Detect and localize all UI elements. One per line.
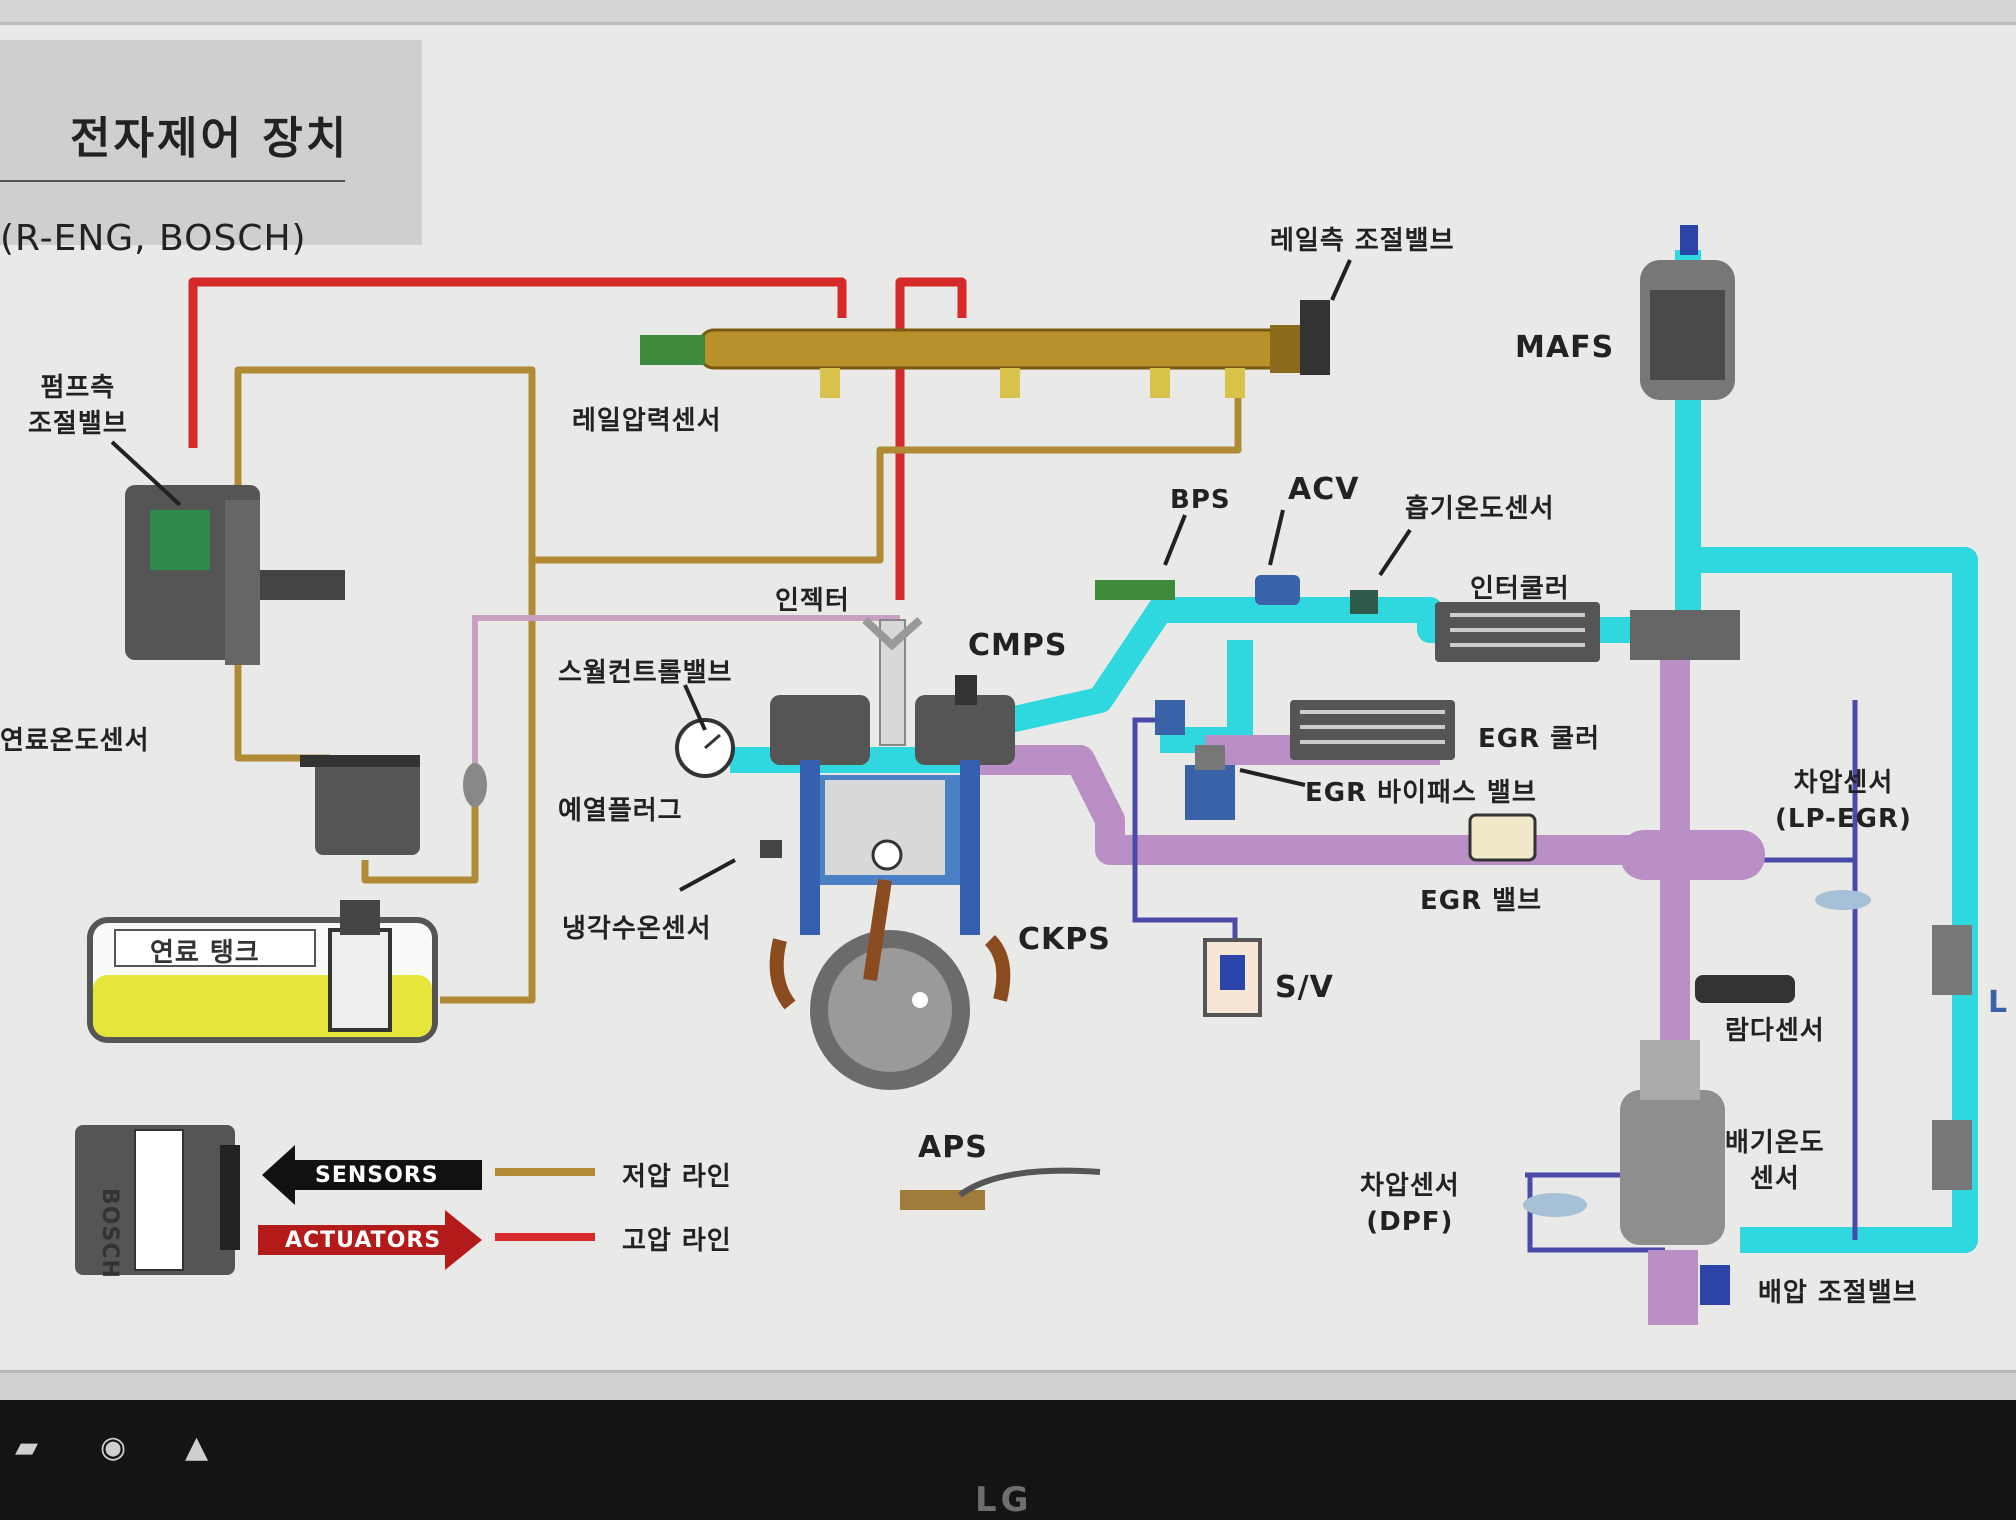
label-bps: BPS [1170,485,1231,515]
label-acv: ACV [1288,472,1360,507]
label-egr-bypass: EGR 바이패스 밸브 [1305,778,1537,808]
legend-actuators: ACTUATORS [285,1228,442,1253]
network-icon[interactable]: ▲ [185,1430,209,1465]
label-egr-valve: EGR 밸브 [1420,886,1543,916]
label-cmps: CMPS [968,628,1068,663]
label-aps: APS [918,1130,988,1165]
common-rail [640,300,1330,398]
intercooler [1435,602,1600,662]
legend-high-pressure: 고압 라인 [622,1226,732,1256]
turbocharger [1620,225,1765,880]
return-line [472,615,900,800]
legend-graphics [258,1145,595,1270]
label-rail-pressure-sensor: 레일압력센서 [572,406,722,436]
sensor-wires [1132,700,1858,1253]
label-lambda-sensor: 람다센서 [1725,1016,1825,1046]
label-rail-valve: 레일측 조절밸브 [1270,226,1455,256]
dpf-diff-sensor [1523,1193,1587,1217]
lp-filter [1932,925,1972,995]
label-diff-sensor-lp: 차압센서 (LP-EGR) [1775,768,1912,834]
label-exhaust-valve: 배압 조절밸브 [1758,1278,1918,1308]
label-pump-valve: 펌프측 조절밸브 [28,373,128,439]
label-intercooler: 인터쿨러 [1470,574,1570,604]
lambda-sensor [1695,975,1795,1003]
label-fuel-tank: 연료 탱크 [150,938,260,968]
egr-bypass-valve [1185,745,1235,820]
fuel-filter [300,755,487,855]
label-exhaust-temp-sensor: 배기온도 센서 [1725,1128,1825,1194]
ecu-unit [75,1125,240,1275]
window-top-bar [0,0,2016,25]
egr-cooler [1290,700,1455,760]
engine-control-diagram [75,225,1978,1325]
title-panel: 전자제어 장치 (R-ENG, BOSCH) [0,40,422,259]
legend-sensors: SENSORS [315,1163,439,1188]
label-ecu: BOSCH [97,1188,122,1279]
label-injector: 인젝터 [775,586,850,616]
label-mafs: MAFS [1515,330,1615,365]
label-intake-temp-sensor: 흡기온도센서 [1405,494,1555,524]
legend-low-pressure: 저압 라인 [622,1162,732,1192]
label-diff-sensor-dpf: 차압센서 (DPF) [1360,1171,1460,1237]
monitor-bottom-bezel [0,1370,2016,1401]
sensor-bodies [760,575,1378,1017]
leader-arrows [110,259,1412,892]
folder-icon[interactable]: ▰ [15,1430,39,1465]
slide-title: 전자제어 장치 [70,113,350,164]
label-egr-cooler: EGR 쿨러 [1478,724,1601,754]
title-divider [0,180,345,182]
low-pressure-lines [234,366,1242,1004]
label-coolant-temp-sensor: 냉각수온센서 [562,914,712,944]
label-edge-l: L [1988,985,2009,1020]
label-glow-plug: 예열플러그 [558,796,683,826]
slide-subtitle: (R-ENG, BOSCH) [0,218,307,259]
fuel-tank [87,900,438,1043]
label-fuel-temp-sensor: 연료온도센서 [0,726,150,756]
lp-egr-diff-sensor [1815,890,1871,910]
label-swirl-valve: 스월컨트롤밸브 [558,658,733,688]
monitor-brand-logo: LG [975,1480,1033,1520]
browser-icon[interactable]: ◉ [100,1430,127,1465]
aps-pedal [900,1167,1101,1210]
egr-valve [1468,813,1537,862]
taskbar: ▰ ◉ ▲ [0,1400,2016,1512]
label-sv: S/V [1275,970,1334,1005]
exhaust-filter [1932,1120,1972,1190]
high-pressure-pump [125,485,345,665]
high-pressure-lines [188,277,967,600]
label-ckps: CKPS [1018,922,1111,957]
engine-cylinder [675,617,1015,1090]
dpf [1620,1040,1730,1325]
